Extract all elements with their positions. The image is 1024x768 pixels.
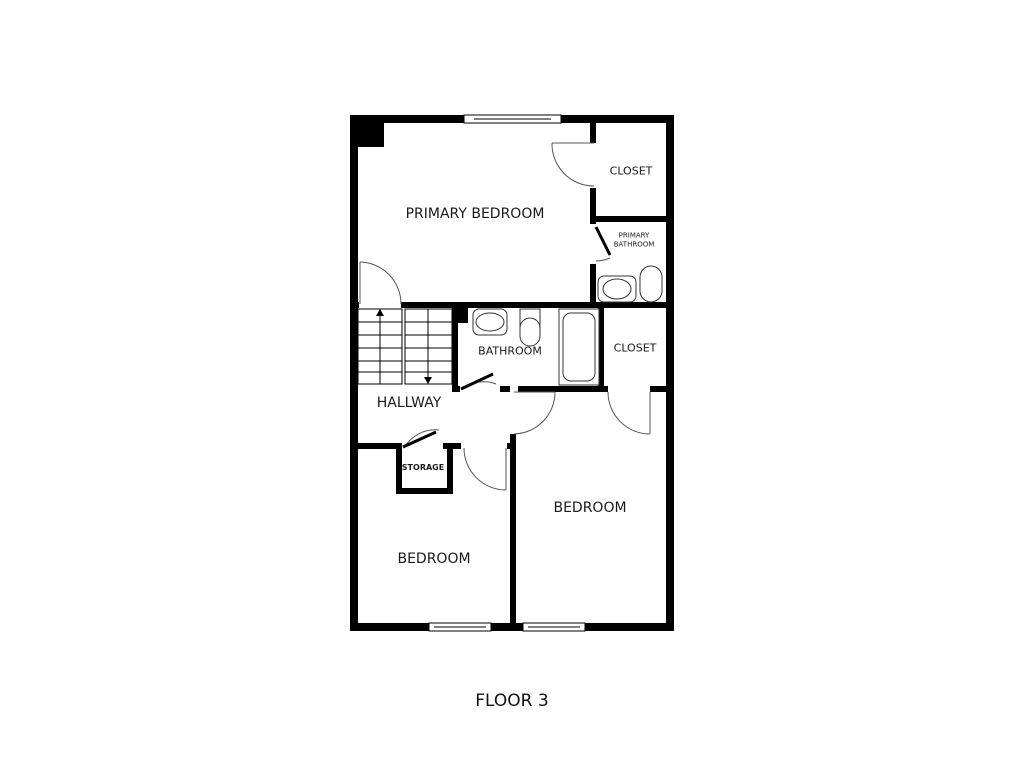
fixtures [472, 265, 663, 386]
room-label-closet-primary: CLOSET [609, 164, 653, 178]
room-label-bedroom-right: BEDROOM [553, 500, 627, 516]
room-label-primary-bathroom-line1: PRIMARY [618, 231, 650, 240]
room-label-bathroom: BATHROOM [478, 344, 542, 358]
room-label-closet-hall: CLOSET [613, 341, 657, 355]
door-swings [359, 142, 651, 491]
stairs-down-arrow-icon [424, 377, 432, 384]
room-label-hallway: HALLWAY [376, 395, 442, 411]
bifold-doors [402, 226, 612, 449]
room-label-storage: STORAGE [401, 463, 445, 472]
floor-title: FLOOR 3 [475, 691, 549, 711]
room-label-bedroom-left: BEDROOM [397, 551, 471, 567]
window [428, 114, 586, 632]
room-label-primary-bedroom: PRIMARY BEDROOM [405, 206, 545, 222]
corner-column [350, 115, 384, 147]
stairs-up-arrow-icon [376, 309, 384, 316]
storage-wall [396, 446, 453, 494]
wall-column [452, 305, 468, 323]
room-label-primary-bathroom-line2: BATHROOM [613, 240, 655, 249]
stairs [357, 308, 453, 385]
